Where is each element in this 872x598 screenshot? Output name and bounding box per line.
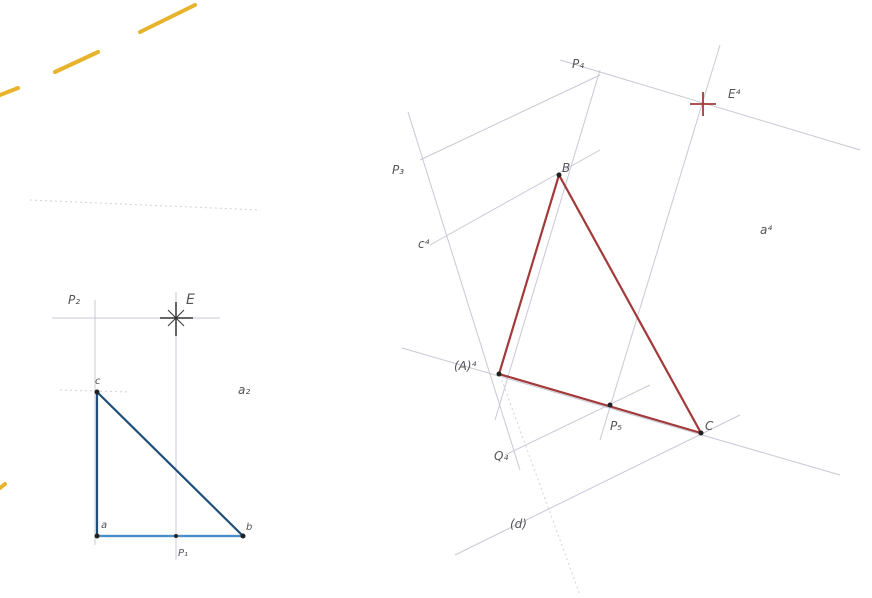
label-a2: a₂: [238, 383, 250, 397]
construction-line: [499, 374, 581, 596]
vertex-point: [556, 172, 562, 178]
construction-line: [419, 74, 601, 161]
label-corner-top: c: [95, 376, 101, 387]
label-corner-bl: a: [101, 520, 107, 531]
label-a: (A)⁴: [454, 359, 477, 373]
label-p3: P₃: [392, 163, 404, 177]
left-triangle: [95, 389, 246, 538]
construction-line: [494, 69, 601, 421]
construction-line: [504, 384, 651, 456]
label-p4: P₄: [572, 57, 584, 71]
vertex-point: [698, 430, 704, 436]
right-construction: P₄ E⁴ P₃ c⁴ B a⁴ (A)⁴ P₅ C Q₄ (d): [392, 44, 861, 596]
vertex-point: [496, 371, 502, 377]
label-c4: c⁴: [418, 237, 430, 251]
label-corner-br: b: [246, 522, 252, 533]
vertex-point: [94, 533, 100, 539]
label-p2: P₂: [68, 293, 80, 307]
construction-line: [599, 44, 721, 441]
label-b: B: [562, 161, 570, 175]
vertex-point: [240, 533, 246, 539]
construction-line: [401, 347, 841, 476]
label-p1: P₁: [178, 548, 188, 559]
left-construction: P₂ E a₂ P₁ c a b: [29, 199, 261, 560]
label-q4: Q₄: [494, 449, 508, 463]
label-p5: P₅: [610, 419, 622, 433]
vertex-point: [607, 402, 613, 408]
construction-line: [407, 111, 521, 471]
construction-line: [454, 414, 741, 556]
point-e-star-icon: [160, 302, 193, 336]
label-c: C: [705, 419, 714, 433]
label-a4: a⁴: [760, 223, 772, 237]
orange-dashed-arc: [0, 3, 197, 490]
construction-line: [29, 199, 261, 211]
right-triangle: [497, 172, 704, 435]
label-e4: E⁴: [728, 87, 741, 101]
point-e4-cross-icon: [690, 92, 716, 116]
vertex-point: [174, 534, 178, 538]
construction-line: [429, 149, 601, 246]
label-d4: (d): [510, 517, 527, 531]
construction-line: [559, 59, 861, 151]
vertex-point: [94, 389, 100, 395]
label-e: E: [186, 292, 195, 308]
